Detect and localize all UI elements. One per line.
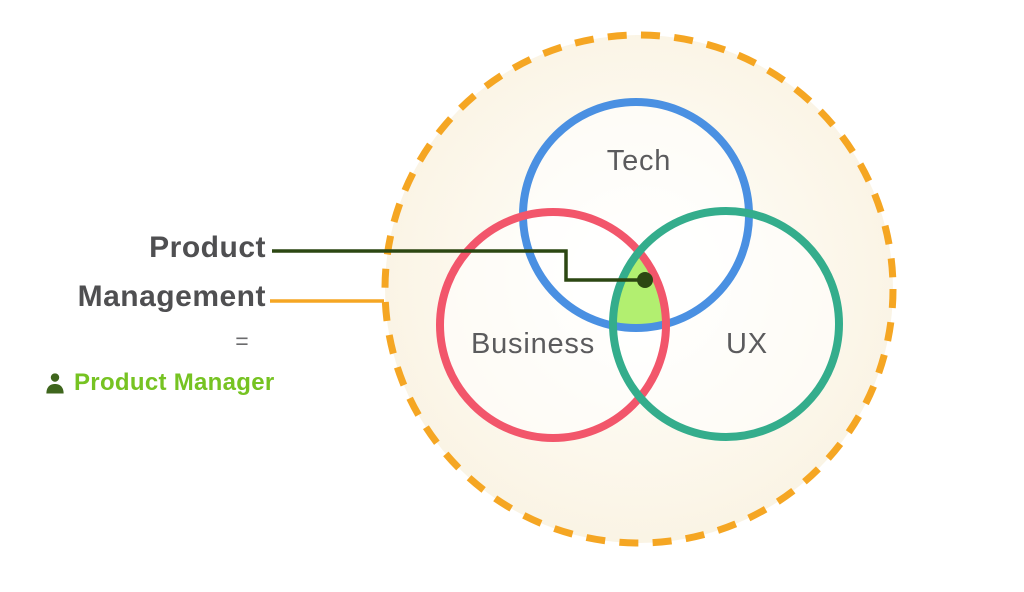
circle-interiors	[440, 102, 839, 438]
product-manager-row: Product Manager	[44, 371, 275, 395]
person-icon	[46, 372, 64, 393]
business-circle-outline	[436, 208, 670, 442]
business-circle-fill	[440, 212, 666, 438]
equals-sign: =	[235, 328, 249, 354]
ux-circle-fill	[613, 211, 839, 437]
heading-product: Product	[149, 231, 266, 264]
intersection-point-marker	[637, 272, 653, 288]
ux-circle-label: UX	[726, 328, 768, 360]
heading-management: Management	[77, 280, 266, 313]
product-manager-label: Product Manager	[74, 369, 275, 396]
ux-circle-outline	[609, 207, 843, 441]
product-connector-line	[272, 249, 645, 282]
tech-circle-label: Tech	[606, 145, 672, 177]
business-circle-label: Business	[470, 328, 596, 360]
